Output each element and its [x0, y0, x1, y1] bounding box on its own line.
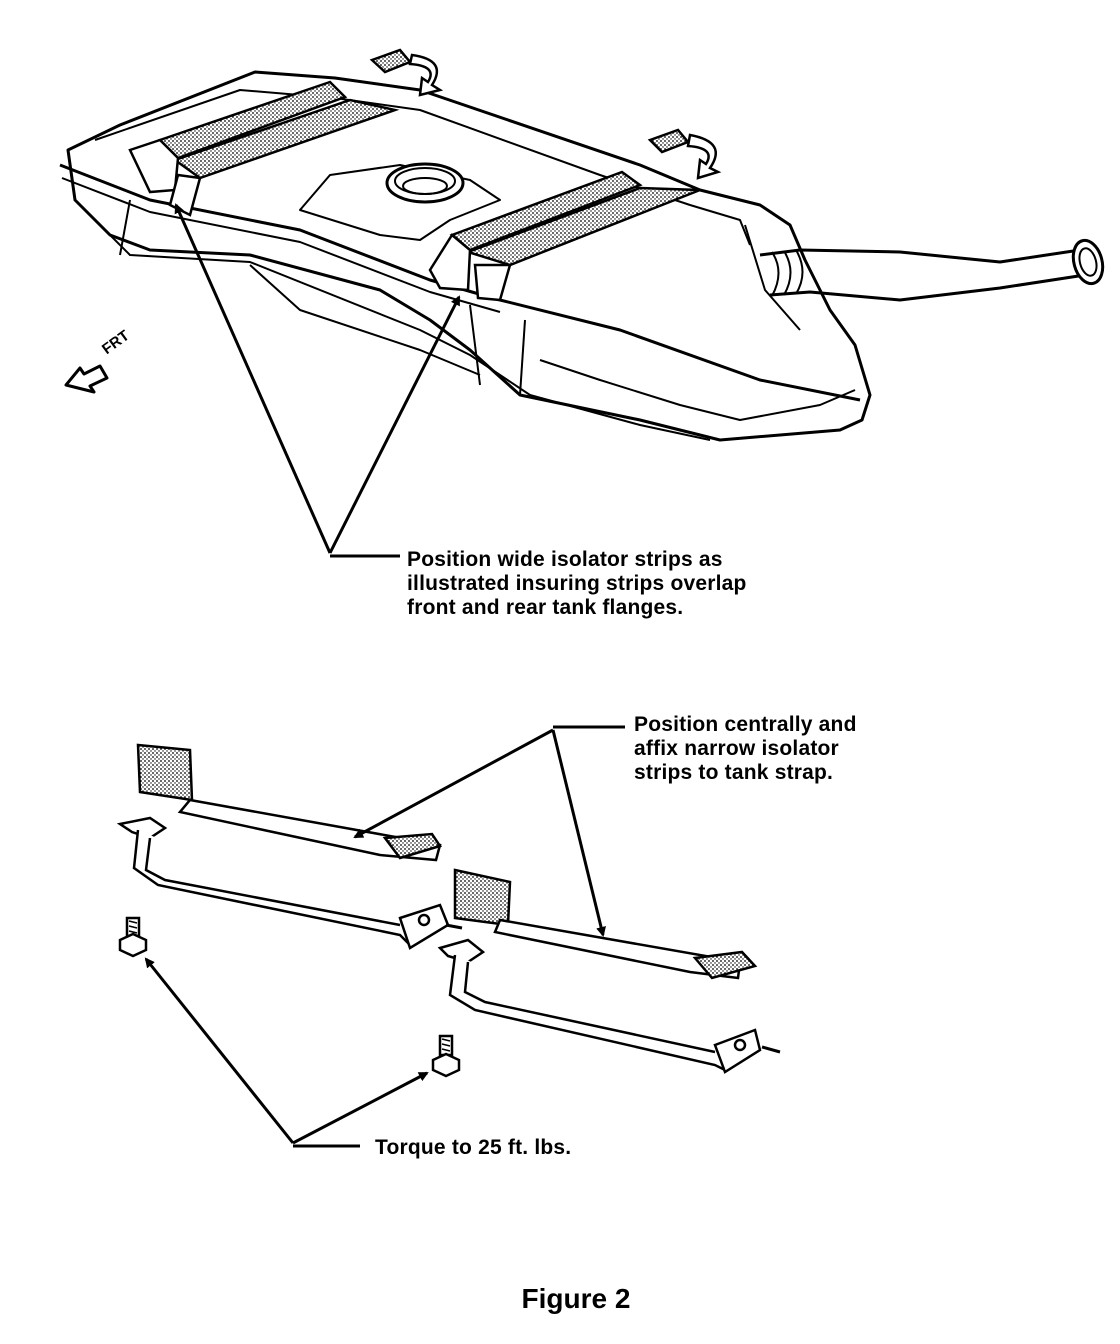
down-curved-arrow-icon — [369, 48, 444, 97]
tank-strap-right — [437, 938, 781, 1074]
callout-torque: Torque to 25 ft. lbs. — [375, 1136, 572, 1159]
tank-strap-left — [116, 816, 463, 950]
figure-title: Figure 2 — [521, 1283, 631, 1314]
narrow-isolator-strip-left — [136, 743, 442, 862]
leader-lines-wide — [174, 203, 461, 558]
callout-line: Position centrally and — [634, 713, 857, 736]
leader-lines-narrow — [353, 725, 625, 937]
narrow-isolator-strip-right — [453, 868, 758, 980]
callout-wide-isolator: Position wide isolator strips as illustr… — [407, 548, 747, 620]
callout-line: front and rear tank flanges. — [407, 596, 684, 619]
callout-line: affix narrow isolator — [634, 737, 839, 760]
arrow-left-outline-icon — [64, 364, 109, 394]
callout-line: strips to tank strap. — [634, 761, 834, 784]
down-curved-arrow-icon — [647, 128, 722, 180]
leader-lines-torque — [144, 957, 429, 1148]
hex-bolt-icon — [118, 916, 148, 958]
wide-isolator-strip-rear — [428, 170, 701, 302]
callout-narrow-isolator: Position centrally and affix narrow isol… — [634, 713, 857, 785]
callout-line: Position wide isolator strips as — [407, 548, 723, 571]
callout-line: illustrated insuring strips overlap — [407, 572, 747, 595]
wide-isolator-strip-front — [128, 80, 400, 217]
hex-bolt-icon — [431, 1034, 461, 1078]
